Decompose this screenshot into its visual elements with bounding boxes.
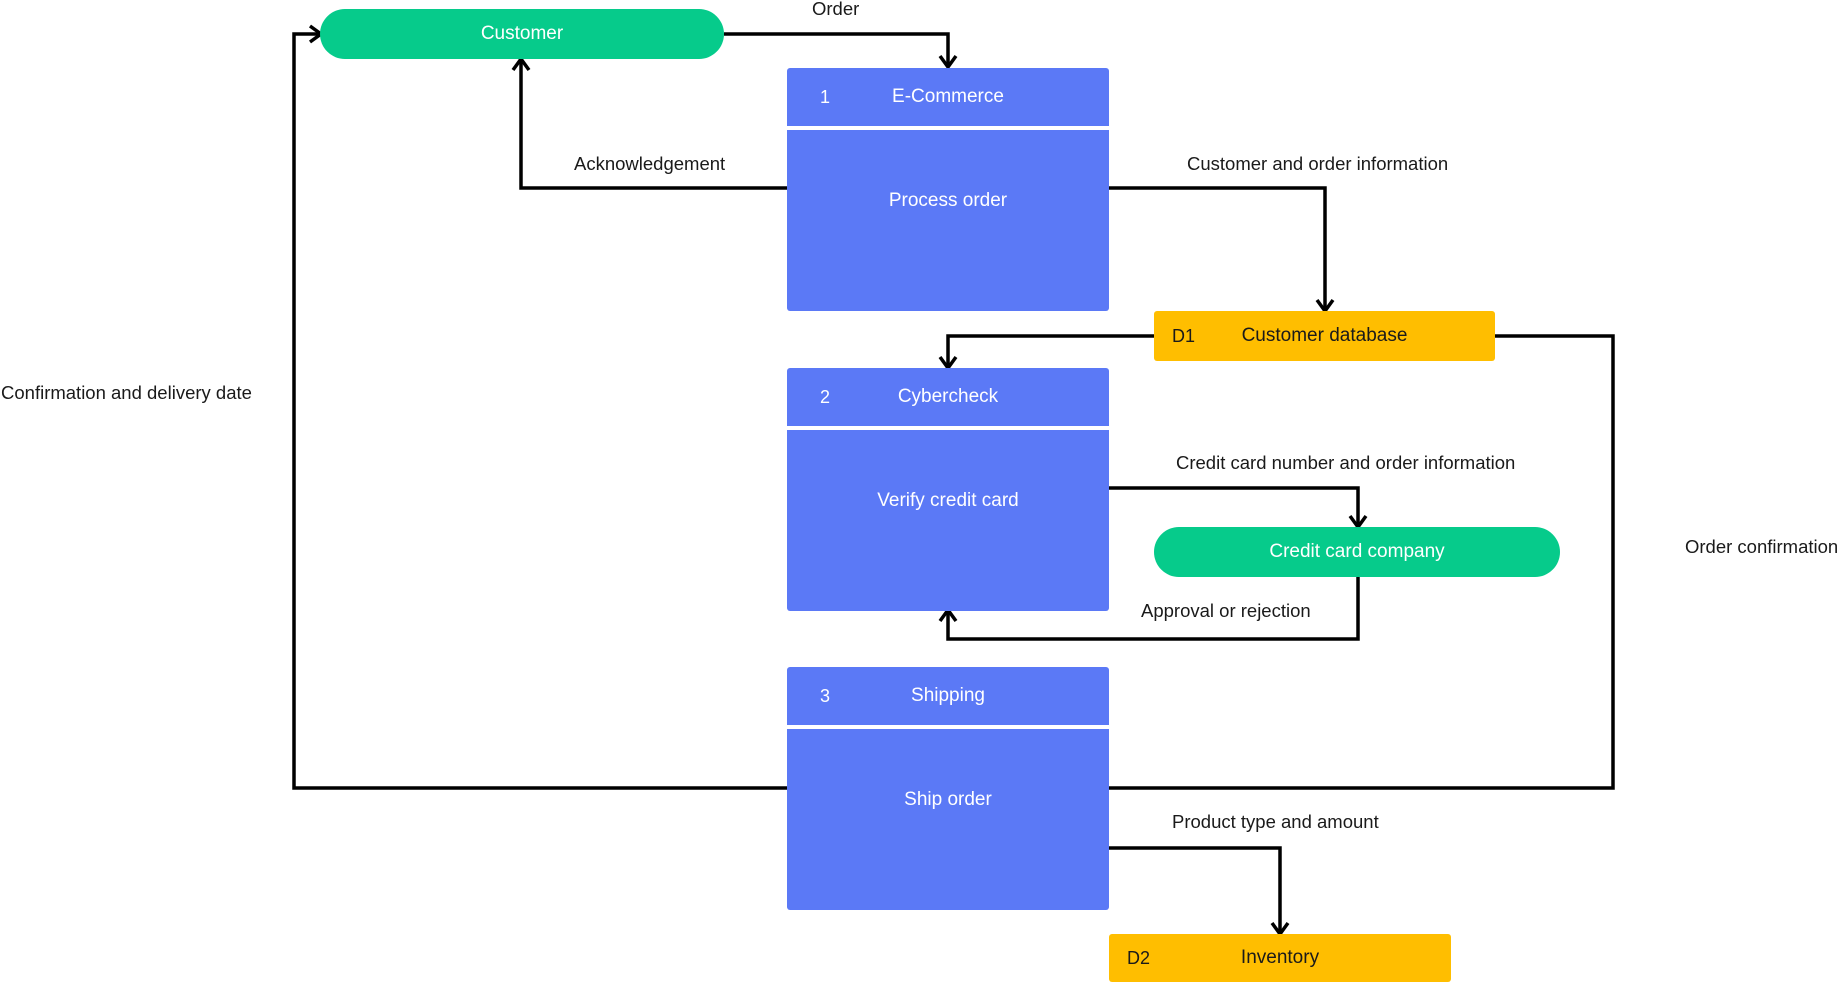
datastore-inventory-name: Inventory [1240,947,1320,968]
flow-label-order-confirmation: Order confirmation [1685,536,1839,557]
process-shipping-action: Ship order [904,789,992,810]
flow-acknowledgement-line [519,60,787,190]
flow-label-confirmation-delivery: Confirmation and delivery date [1,382,252,403]
flow-product-type-amount-line [1109,846,1282,932]
flow-credit-card-info-line [1109,486,1360,525]
flow-customer-order-info-line [1109,186,1327,309]
flow-label-customer-order-info: Customer and order information [1187,153,1449,174]
datastore-customer-database[interactable]: D1 Customer database [1154,311,1495,361]
process-ecommerce-action: Process order [888,190,1008,211]
flow-order-line [724,32,950,66]
flow-label-credit-card-info: Credit card number and order information [1176,452,1516,473]
process-cybercheck-action: Verify credit card [877,490,1019,511]
process-cybercheck-number: 2 [820,386,831,407]
process-ecommerce-name: E-Commerce [892,86,1004,107]
process-cybercheck[interactable]: 2 Cybercheck Verify credit card [787,368,1109,611]
flow-order-arrowhead [938,54,958,70]
datastore-inventory-id: D2 [1127,947,1151,968]
process-cybercheck-name: Cybercheck [897,386,999,407]
process-shipping-body: Ship order [787,729,1109,910]
customer-entity[interactable]: Customer [320,9,724,59]
flow-order-confirmation-line [1109,334,1615,790]
flow-acknowledgement-arrowhead [511,56,531,72]
flow-label-approval-rejection: Approval or rejection [1141,600,1311,621]
datastore-customer-database-name: Customer database [1241,325,1408,346]
process-ecommerce-header: 1 E-Commerce [787,68,1109,130]
flow-approval-rejection-line [946,577,1360,641]
process-shipping[interactable]: 3 Shipping Ship order [787,667,1109,910]
process-shipping-number: 3 [820,685,831,706]
flow-label-order: Order [812,0,860,19]
process-ecommerce-number: 1 [820,86,831,107]
process-shipping-name: Shipping [911,685,985,706]
datastore-inventory[interactable]: D2 Inventory [1109,934,1451,982]
process-shipping-header: 3 Shipping [787,667,1109,729]
flow-label-acknowledgement: Acknowledgement [574,153,726,174]
flow-database-to-cybercheck-line [946,334,1154,366]
datastore-customer-database-id: D1 [1172,325,1196,346]
process-ecommerce-body: Process order [787,130,1109,311]
flow-confirmation-delivery-line [292,32,787,790]
flow-label-product-type-amount: Product type and amount [1172,811,1379,832]
customer-entity-label: Customer [480,23,564,44]
credit-card-company-entity-label: Credit card company [1269,541,1445,562]
process-cybercheck-header: 2 Cybercheck [787,368,1109,430]
credit-card-company-entity[interactable]: Credit card company [1154,527,1560,577]
process-ecommerce[interactable]: 1 E-Commerce Process order [787,68,1109,311]
process-cybercheck-body: Verify credit card [787,430,1109,611]
